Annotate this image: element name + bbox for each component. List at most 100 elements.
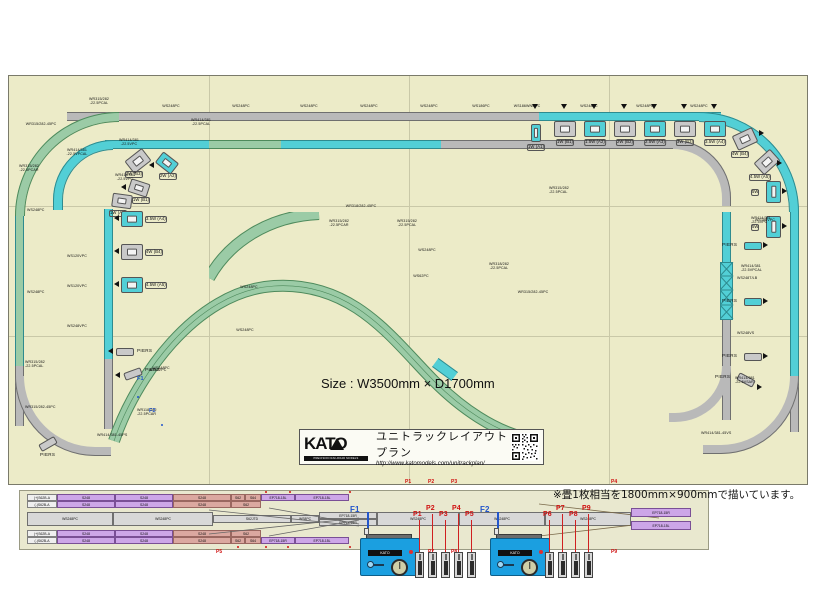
track-label: WS248PC xyxy=(27,290,45,294)
station-track-cell: S248 xyxy=(173,494,231,501)
pier-label: 3.5W (A4) xyxy=(145,216,167,223)
track-label: WS248T/LB xyxy=(737,276,758,280)
pier-2w-b2 xyxy=(614,121,636,137)
throttle-knob[interactable] xyxy=(521,559,538,576)
direction-lever[interactable] xyxy=(497,561,514,568)
pier-1w-b1 xyxy=(554,121,576,137)
turnout-switch-p1[interactable] xyxy=(415,552,424,578)
turnout-wire-p5 xyxy=(471,520,473,552)
piers-callout-label: PIERS xyxy=(137,348,153,353)
pier-arrow-icon xyxy=(621,104,627,109)
feeder-label-p1: P1 xyxy=(405,479,412,485)
pier-arrow-icon xyxy=(149,162,154,168)
pier-label: 2.5W (A3) xyxy=(644,139,666,146)
grid-line-vertical xyxy=(209,76,210,484)
track-label: WS248PC xyxy=(27,208,45,212)
pier-label: 1W (B1) xyxy=(132,197,151,204)
switch-label-p8: P8 xyxy=(569,511,578,518)
pier-1w-a1 xyxy=(531,124,541,142)
direction-lever[interactable] xyxy=(367,561,384,568)
turnout-switch-p7[interactable] xyxy=(558,552,567,578)
track-label: WS248PC xyxy=(580,104,598,108)
power-pack-body[interactable]: KATO xyxy=(360,538,420,576)
track-label: WS627PC xyxy=(149,368,167,372)
kato-logo-tagline: PRECISION RAILROAD MODELS xyxy=(313,457,359,460)
track-label: WS248PC xyxy=(420,104,438,108)
power-pack-f1[interactable]: KATO xyxy=(360,530,426,578)
turnout-switch-p8[interactable] xyxy=(571,552,580,578)
pier-arrow-icon xyxy=(561,104,567,109)
feeder-label-p3: P3 xyxy=(451,479,458,485)
switch-label-p7: P7 xyxy=(556,505,565,512)
feeder-point-f1 xyxy=(137,396,140,399)
pier-arrow-icon xyxy=(591,104,597,109)
pier-label: 4W (B4) xyxy=(731,151,750,158)
power-pack-body[interactable]: KATO xyxy=(490,538,550,576)
station-end-cell: (+)S62B-A xyxy=(27,530,57,537)
feeder-tick xyxy=(265,546,268,549)
station-track-cell: S248 xyxy=(115,501,173,508)
grid-line-vertical xyxy=(409,76,410,484)
pier-arrow-icon xyxy=(114,281,119,287)
pier-arrow-icon xyxy=(711,104,717,109)
power-pack-brand-text: KATO xyxy=(380,551,390,555)
pier-label: 1W (A1) xyxy=(526,144,546,151)
station-end-cell: (+)S62B-A xyxy=(27,494,57,501)
station-track-cell: S248 xyxy=(173,530,231,537)
station-end-cell: (-)S62B-A xyxy=(27,501,57,508)
pier-arrow-icon xyxy=(114,248,119,254)
grid-line-vertical xyxy=(609,76,610,484)
switch-label-p1: P1 xyxy=(413,511,422,518)
station-turnout-cell: EP718-15L xyxy=(295,537,349,544)
turnout-switch-p3[interactable] xyxy=(441,552,450,578)
track-curve-bottom-left-outer-edge xyxy=(15,376,111,456)
feeder-label-f1: F1 xyxy=(137,376,144,382)
pier-label: 4.5W (A5) xyxy=(145,282,167,289)
pier-left-1w-a1 xyxy=(111,192,133,210)
feeder-label-p2: P2 xyxy=(428,479,435,485)
pier-arrow-icon xyxy=(115,372,120,378)
turnout-switch-p9[interactable] xyxy=(584,552,593,578)
pier-label: 4W (B4) xyxy=(145,249,164,256)
track-label: WS248PC xyxy=(152,366,170,370)
turnout-switch-p4[interactable] xyxy=(454,552,463,578)
pier-label: 5W xyxy=(751,224,760,231)
pier-arrow-icon xyxy=(108,348,113,354)
throttle-knob[interactable] xyxy=(391,559,408,576)
pier-label: 2W (A2) xyxy=(159,173,178,180)
piers-callout-label: PIERS xyxy=(722,298,738,303)
pier-label: 5W xyxy=(751,189,760,196)
qr-code-icon xyxy=(511,433,539,461)
station-mainline-cell: WS248PC xyxy=(459,512,545,526)
pier-generic-left-1 xyxy=(116,348,134,356)
power-pack-brand-plate: KATO xyxy=(368,550,402,556)
switch-label-p3: P3 xyxy=(439,511,448,518)
turnout-wire-p7 xyxy=(562,514,564,552)
kato-logo-tagline-bar: PRECISION RAILROAD MODELS xyxy=(304,456,368,461)
power-pack-f2[interactable]: KATO xyxy=(490,530,556,578)
pier-left-45w-a5 xyxy=(121,277,143,293)
track-label: WS248PC xyxy=(690,104,708,108)
station-turnout-cell: EP718-15L xyxy=(261,494,295,501)
track-label: WR315/282 -22.5PCAR xyxy=(329,219,349,228)
pier-arrow-icon xyxy=(681,104,687,109)
feeder-point-f2 xyxy=(161,424,164,427)
power-pack-label-f2: F2 xyxy=(480,505,490,514)
track-straight-right-outer xyxy=(790,212,799,382)
turnout-wire-p3 xyxy=(445,520,447,552)
pier-generic-left-3 xyxy=(38,436,58,452)
track-label: WS248VS xyxy=(737,331,755,335)
track-label: WR414/381 -22.5VPCAL xyxy=(741,264,762,273)
station-track-cell: S248 xyxy=(115,530,173,537)
turnout-switch-p6[interactable] xyxy=(545,552,554,578)
turnout-switch-p5[interactable] xyxy=(467,552,476,578)
track-straight-left-inner xyxy=(104,209,113,359)
pier-generic-right-3 xyxy=(744,353,762,361)
power-pack-label-f1: F1 xyxy=(350,505,360,514)
track-label: WS248PC xyxy=(360,104,378,108)
pier-15w-a2 xyxy=(584,121,606,137)
station-turnout-cell: EP718-15L xyxy=(295,494,349,501)
plan-url[interactable]: http://www.katomodels.com/unitrackplan/ xyxy=(376,460,485,467)
power-pack-brand-plate: KATO xyxy=(498,550,532,556)
turnout-switch-p2[interactable] xyxy=(428,552,437,578)
